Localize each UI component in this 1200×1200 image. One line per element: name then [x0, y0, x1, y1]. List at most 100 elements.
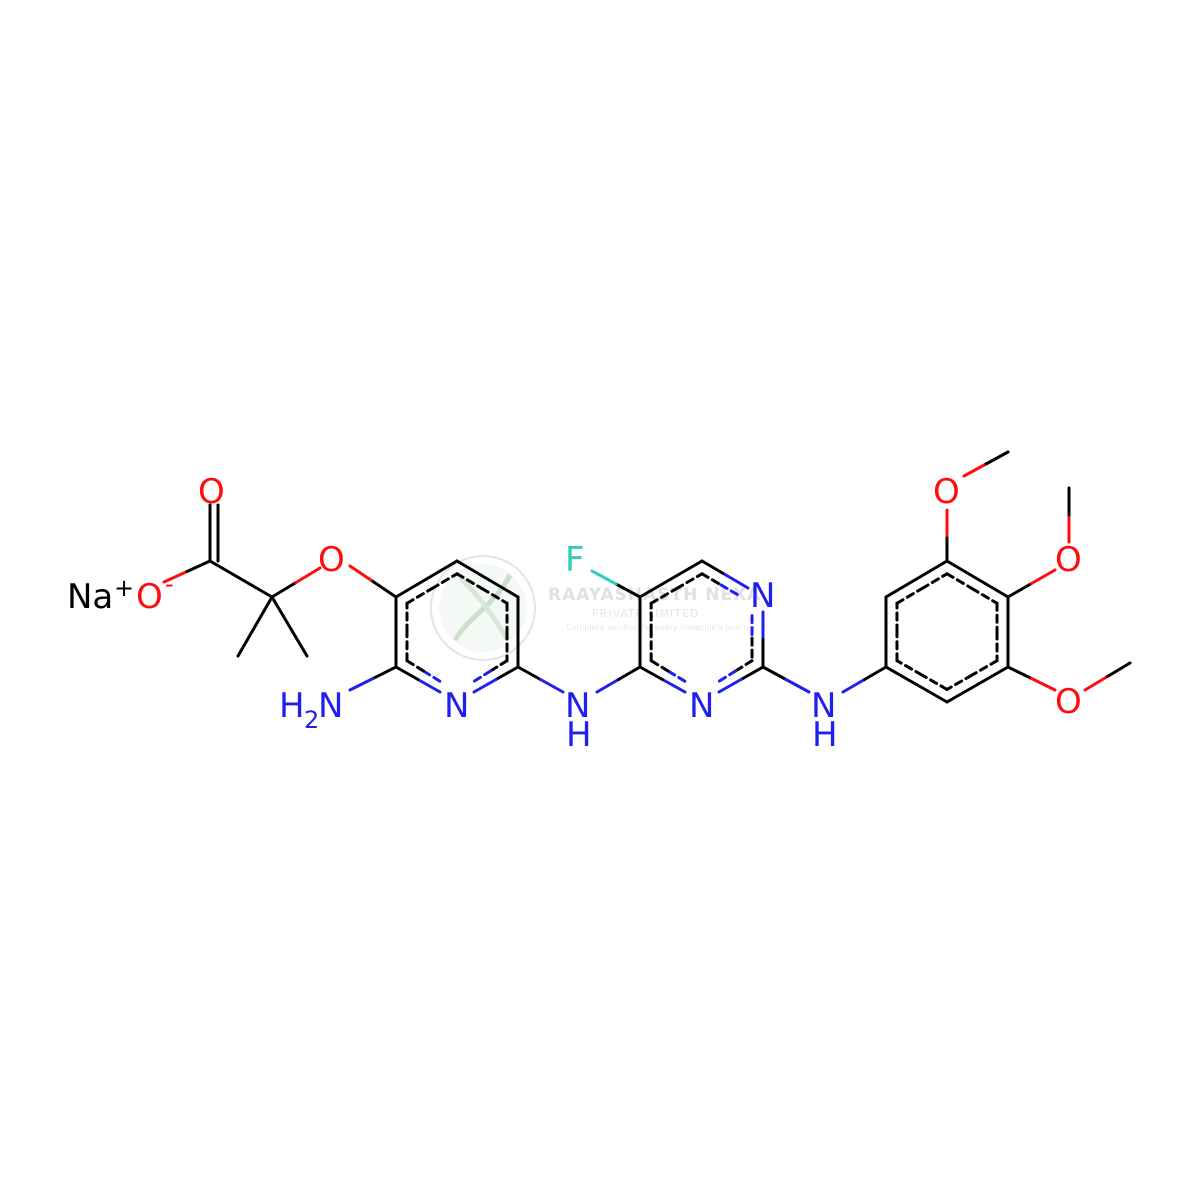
bond-c-o-methoxy-bottom	[1030, 677, 1057, 692]
bond-phenyl	[976, 577, 1010, 599]
bond-methyl-2	[270, 595, 309, 658]
atom-label-nh-right-n: N	[811, 686, 836, 726]
bond-phenyl	[915, 683, 949, 704]
bond-c-o-methoxy-mid	[1030, 568, 1057, 585]
bond-pyridine	[394, 665, 420, 681]
bond-pyrimidine	[638, 665, 664, 681]
bond-pyrimidine-aromatic	[700, 572, 723, 587]
bond-phenyl-aromatic	[945, 572, 974, 591]
bond-o-ch3-top	[962, 462, 988, 478]
bond-phenyl-aromatic	[970, 587, 999, 605]
bond-phenyl-aromatic	[920, 673, 949, 691]
atom-label-na: Na	[67, 577, 113, 617]
bond-pyridine-aromatic	[455, 572, 484, 591]
bond-phenyl	[884, 665, 918, 686]
bond-pyridine	[472, 678, 498, 694]
bonds	[162, 450, 1132, 704]
bond-pyrimidine	[723, 573, 750, 590]
bond-pyridine-aromatic	[480, 587, 509, 605]
bond-methyl-1	[236, 595, 274, 658]
bond-pyrimidine-aromatic	[649, 587, 679, 605]
atom-labels: Na + O - O O H 2 N N N H F N N N H O O O	[67, 472, 1082, 755]
bond-phenyl	[945, 559, 979, 581]
bond-phenyl-aromatic	[945, 673, 974, 691]
bond-quaternary-o	[270, 581, 298, 599]
bond-nh-c	[595, 678, 620, 694]
atom-label-o-methoxy-mid: O	[1055, 540, 1082, 580]
bond-pyridine-aromatic	[405, 587, 434, 605]
bond-phenyl	[915, 559, 949, 581]
atom-label-nh-right-h: H	[812, 715, 838, 755]
bond-o-ch3-bottom	[1106, 661, 1132, 678]
bond-pyrimidine-aromatic	[734, 659, 754, 673]
bond-c-f	[590, 569, 618, 586]
bond-c-nh	[516, 665, 542, 681]
bond-phenyl	[884, 577, 918, 599]
bond-c-o-minus	[185, 559, 212, 573]
atom-label-o-methoxy-top: O	[933, 472, 960, 512]
bond-pyridine	[494, 665, 520, 681]
bond-c-f	[614, 582, 642, 599]
bond-pyridine-aromatic	[489, 659, 509, 673]
bond-quaternary-o	[294, 566, 322, 584]
bond-c-quaternary	[208, 559, 274, 599]
bond-pyridine	[425, 559, 459, 581]
bond-pyrimidine	[669, 559, 704, 581]
bond-pyrimidine-aromatic	[719, 583, 742, 598]
bond-c-o-methoxy-bottom	[1006, 665, 1033, 680]
charge-plus: +	[114, 574, 134, 602]
bond-c-nh	[539, 678, 565, 694]
bond-c-o-methoxy-mid	[1006, 582, 1033, 599]
bond-phenyl	[976, 665, 1010, 686]
bond-pyrimidine	[700, 559, 727, 576]
bond-pyrimidine-aromatic	[649, 659, 670, 673]
watermark: RAAYASHASTH NEXA PRIVATE LIMITED Complet…	[430, 555, 761, 661]
atom-label-o-ether: O	[318, 540, 345, 580]
bond-pyrimidine-aromatic	[717, 669, 738, 683]
watermark-tagline: Complete solution for every molecule's j…	[566, 623, 756, 632]
atom-label-o-carboxylate: O	[136, 577, 163, 617]
bond-c-nh2	[371, 665, 398, 680]
bond-pyridine-aromatic	[430, 572, 459, 591]
bond-o-ch3-top	[984, 450, 1010, 466]
atom-label-nh-left-n: N	[565, 686, 590, 726]
atom-label-f: F	[565, 540, 585, 580]
bond-pyridine-aromatic	[421, 669, 442, 683]
bond-c-nh2	[348, 677, 375, 692]
atom-label-amino-n: N	[318, 686, 343, 726]
bond-o-pyridine	[348, 564, 375, 583]
bond-pyrimidine	[661, 678, 687, 694]
charge-minus: -	[165, 570, 174, 598]
bond-nh-aryl	[863, 665, 888, 681]
bond-phenyl	[945, 683, 979, 704]
watermark-logo-ring	[430, 555, 536, 661]
bond-pyrimidine-aromatic	[675, 572, 704, 591]
bond-pyridine	[394, 577, 428, 599]
atom-label-pyridine-n: N	[444, 686, 469, 726]
bond-c-o-minus	[162, 570, 189, 584]
bond-pyridine-aromatic	[405, 659, 425, 673]
atom-label-o-methoxy-bottom: O	[1055, 682, 1082, 722]
bond-o-pyridine	[371, 580, 398, 599]
bond-pyrimidine	[638, 577, 673, 599]
atom-label-pyrimidine-n3: N	[689, 686, 714, 726]
bond-pyrimidine	[717, 678, 743, 694]
bond-pyridine-aromatic	[472, 669, 493, 683]
bond-pyridine	[455, 559, 489, 581]
atom-label-amino-h: H	[279, 686, 305, 726]
bond-o-ch3-bottom	[1083, 675, 1109, 692]
watermark-title: RAAYASHASTH NEXA	[548, 585, 761, 605]
bond-pyridine	[416, 678, 442, 694]
bond-pyrimidine-aromatic	[666, 669, 687, 683]
bond-nh-aryl	[841, 678, 866, 694]
atom-label-nh-left-h: H	[566, 715, 592, 755]
bond-phenyl-aromatic	[895, 587, 924, 605]
watermark-subtitle: PRIVATE LIMITED	[592, 607, 699, 620]
atom-label-pyrimidine-n1: N	[750, 576, 775, 616]
bond-c-nh-right	[761, 665, 788, 681]
atom-label-amino-2: 2	[304, 706, 319, 734]
bond-pyridine	[486, 577, 520, 599]
bond-phenyl-aromatic	[895, 659, 924, 677]
bond-pyrimidine	[739, 665, 765, 681]
